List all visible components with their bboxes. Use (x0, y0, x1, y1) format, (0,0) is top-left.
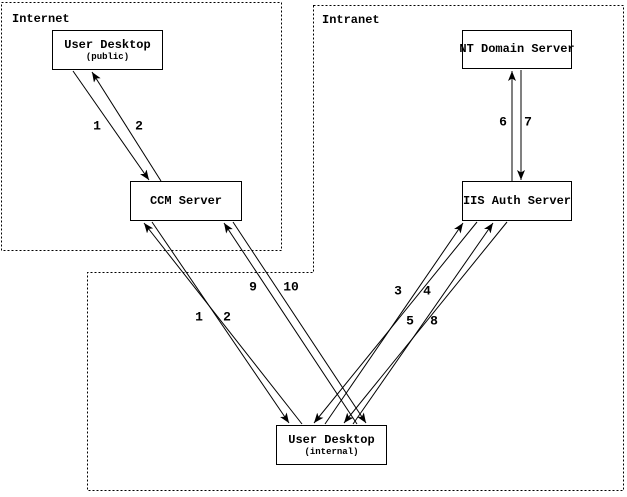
arrow-1-internal-to-ccm (143, 222, 303, 425)
flow-label-9: 9 (249, 279, 257, 295)
arrow-9-internal-to-ccm (223, 222, 358, 425)
node-nt-domain-server: NT Domain Server (459, 30, 575, 69)
node-subtitle: (public) (85, 51, 130, 62)
flow-label-10: 10 (283, 279, 299, 295)
node-title: IIS Auth Server (462, 193, 572, 208)
flow-label-4: 4 (423, 283, 431, 299)
node-title: CCM Server (149, 193, 222, 208)
arrow-2-ccm-to-internal (151, 221, 290, 424)
flow-label-8: 8 (430, 313, 438, 329)
intranet-zone-label: Intranet (322, 13, 380, 27)
flow-label-7: 7 (524, 114, 532, 130)
flow-label-1-public: 1 (93, 118, 101, 134)
internet-zone-label: Internet (12, 12, 70, 26)
node-title: NT Domain Server (459, 42, 575, 56)
flow-label-5: 5 (406, 313, 414, 329)
node-ccm-server: CCM Server (130, 181, 242, 221)
intranet-zone-border (87, 5, 624, 491)
flow-label-1-internal: 1 (195, 309, 203, 325)
arrow-5-internal-to-iis (352, 222, 494, 425)
arrow-4-iis-to-internal (313, 221, 478, 424)
node-subtitle: (internal) (304, 446, 359, 457)
flow-label-2-public: 2 (135, 118, 143, 134)
arrow-1-public-to-ccm (72, 70, 150, 181)
arrow-8-iis-to-internal (343, 221, 508, 424)
node-title: User Desktop (288, 432, 375, 447)
arrow-2-ccm-to-public (91, 71, 162, 182)
arrow-3-internal-to-iis (324, 222, 464, 425)
internet-zone-border (1, 2, 282, 251)
node-iis-auth-server: IIS Auth Server (462, 181, 572, 221)
node-user-desktop-internal: User Desktop (internal) (276, 425, 387, 465)
flow-label-6: 6 (499, 114, 507, 130)
flow-label-3: 3 (394, 283, 402, 299)
arrow-10-ccm-to-internal (232, 221, 367, 424)
node-title: User Desktop (64, 37, 151, 52)
node-user-desktop-public: User Desktop (public) (52, 30, 163, 70)
flow-label-2-internal: 2 (223, 309, 231, 325)
